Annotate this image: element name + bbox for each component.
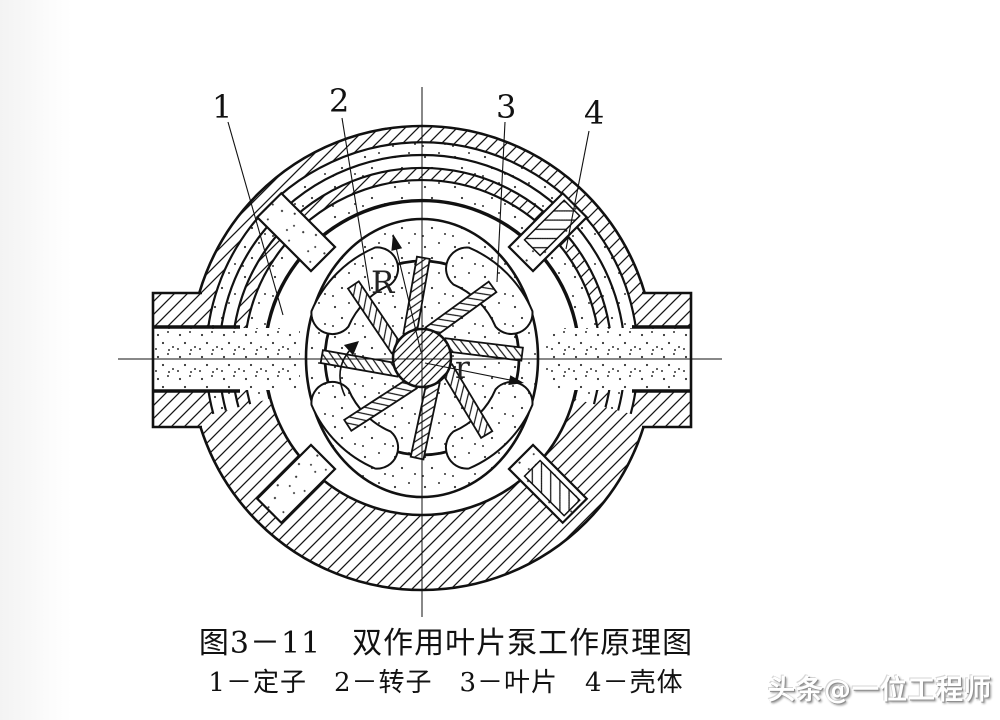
figure-caption: 图3－11 双作用叶片泵工作原理图: [198, 626, 694, 661]
vanes: [319, 255, 524, 461]
dimension-R: R: [371, 234, 422, 353]
rotation-arrow: [339, 341, 359, 397]
callout-1: 1: [212, 88, 232, 126]
outlet-port: [544, 291, 693, 429]
diagonal-passages: [255, 191, 589, 525]
figure-legend: 1－定子 2－转子 3－叶片 4－壳体: [208, 668, 684, 698]
callout-3: 3: [496, 88, 516, 126]
callout-4: 4: [584, 94, 604, 132]
dimension-r: r: [424, 350, 524, 386]
label-R: R: [371, 265, 396, 301]
watermark: 头条@一位工程师: [768, 675, 992, 706]
callouts: [227, 117, 590, 316]
callout-2: 2: [329, 82, 349, 120]
label-r: r: [455, 350, 470, 386]
centerlines: [118, 87, 722, 617]
arrowhead-R: [391, 234, 403, 251]
arrowhead-r: [508, 375, 524, 385]
page-edge-gradient: [0, 0, 72, 720]
